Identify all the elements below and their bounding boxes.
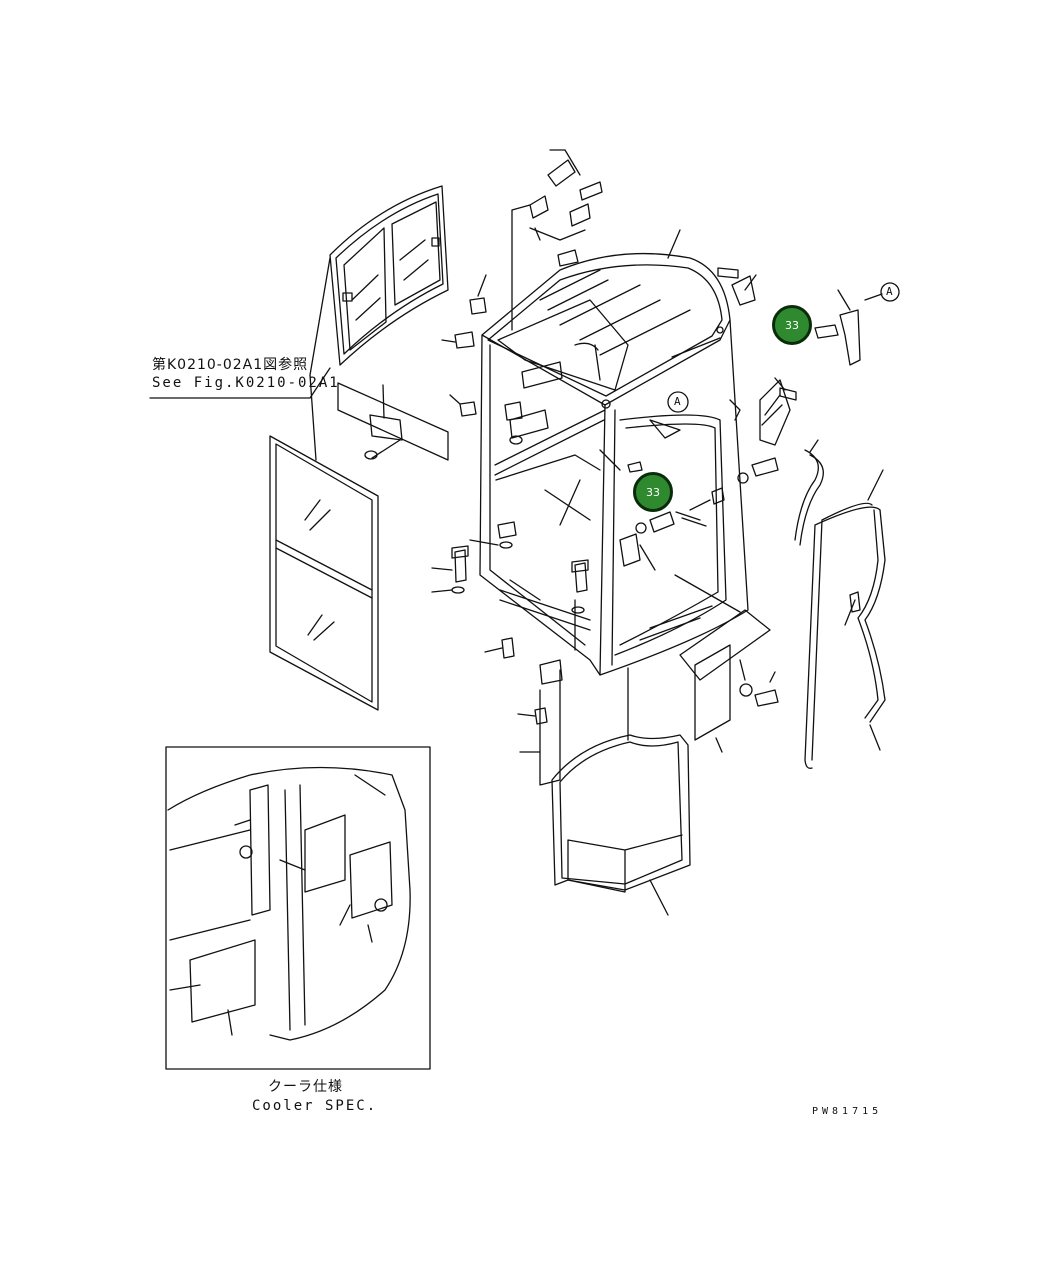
detail-marker-a: A [886, 285, 893, 298]
part-callout-33[interactable]: 33 [772, 305, 812, 345]
leader-lines [149, 344, 741, 613]
cab-frame [479, 252, 749, 676]
figure-code: PW81715 [812, 1106, 883, 1117]
floor-mat [551, 734, 691, 916]
right-hardware [619, 267, 900, 567]
floor-panels [627, 609, 779, 753]
detail-marker-a: A [674, 395, 681, 408]
upper-door-window [309, 185, 449, 376]
reference-label-en: See Fig.K0210-02A1 [152, 375, 340, 391]
door-seal-strips [794, 439, 886, 769]
hinge-brackets [511, 149, 681, 331]
part-callout-33[interactable]: 33 [633, 472, 673, 512]
lower-door-glass [269, 374, 379, 711]
inset-title-ja: クーラ仕様 [268, 1079, 343, 1095]
left-fasteners [431, 274, 589, 786]
inset-title-en: Cooler SPEC. [252, 1098, 378, 1114]
cooler-spec-inset [165, 746, 431, 1070]
window-rail [337, 382, 449, 461]
reference-label-ja: 第K0210-02A1図参照 [152, 357, 309, 373]
